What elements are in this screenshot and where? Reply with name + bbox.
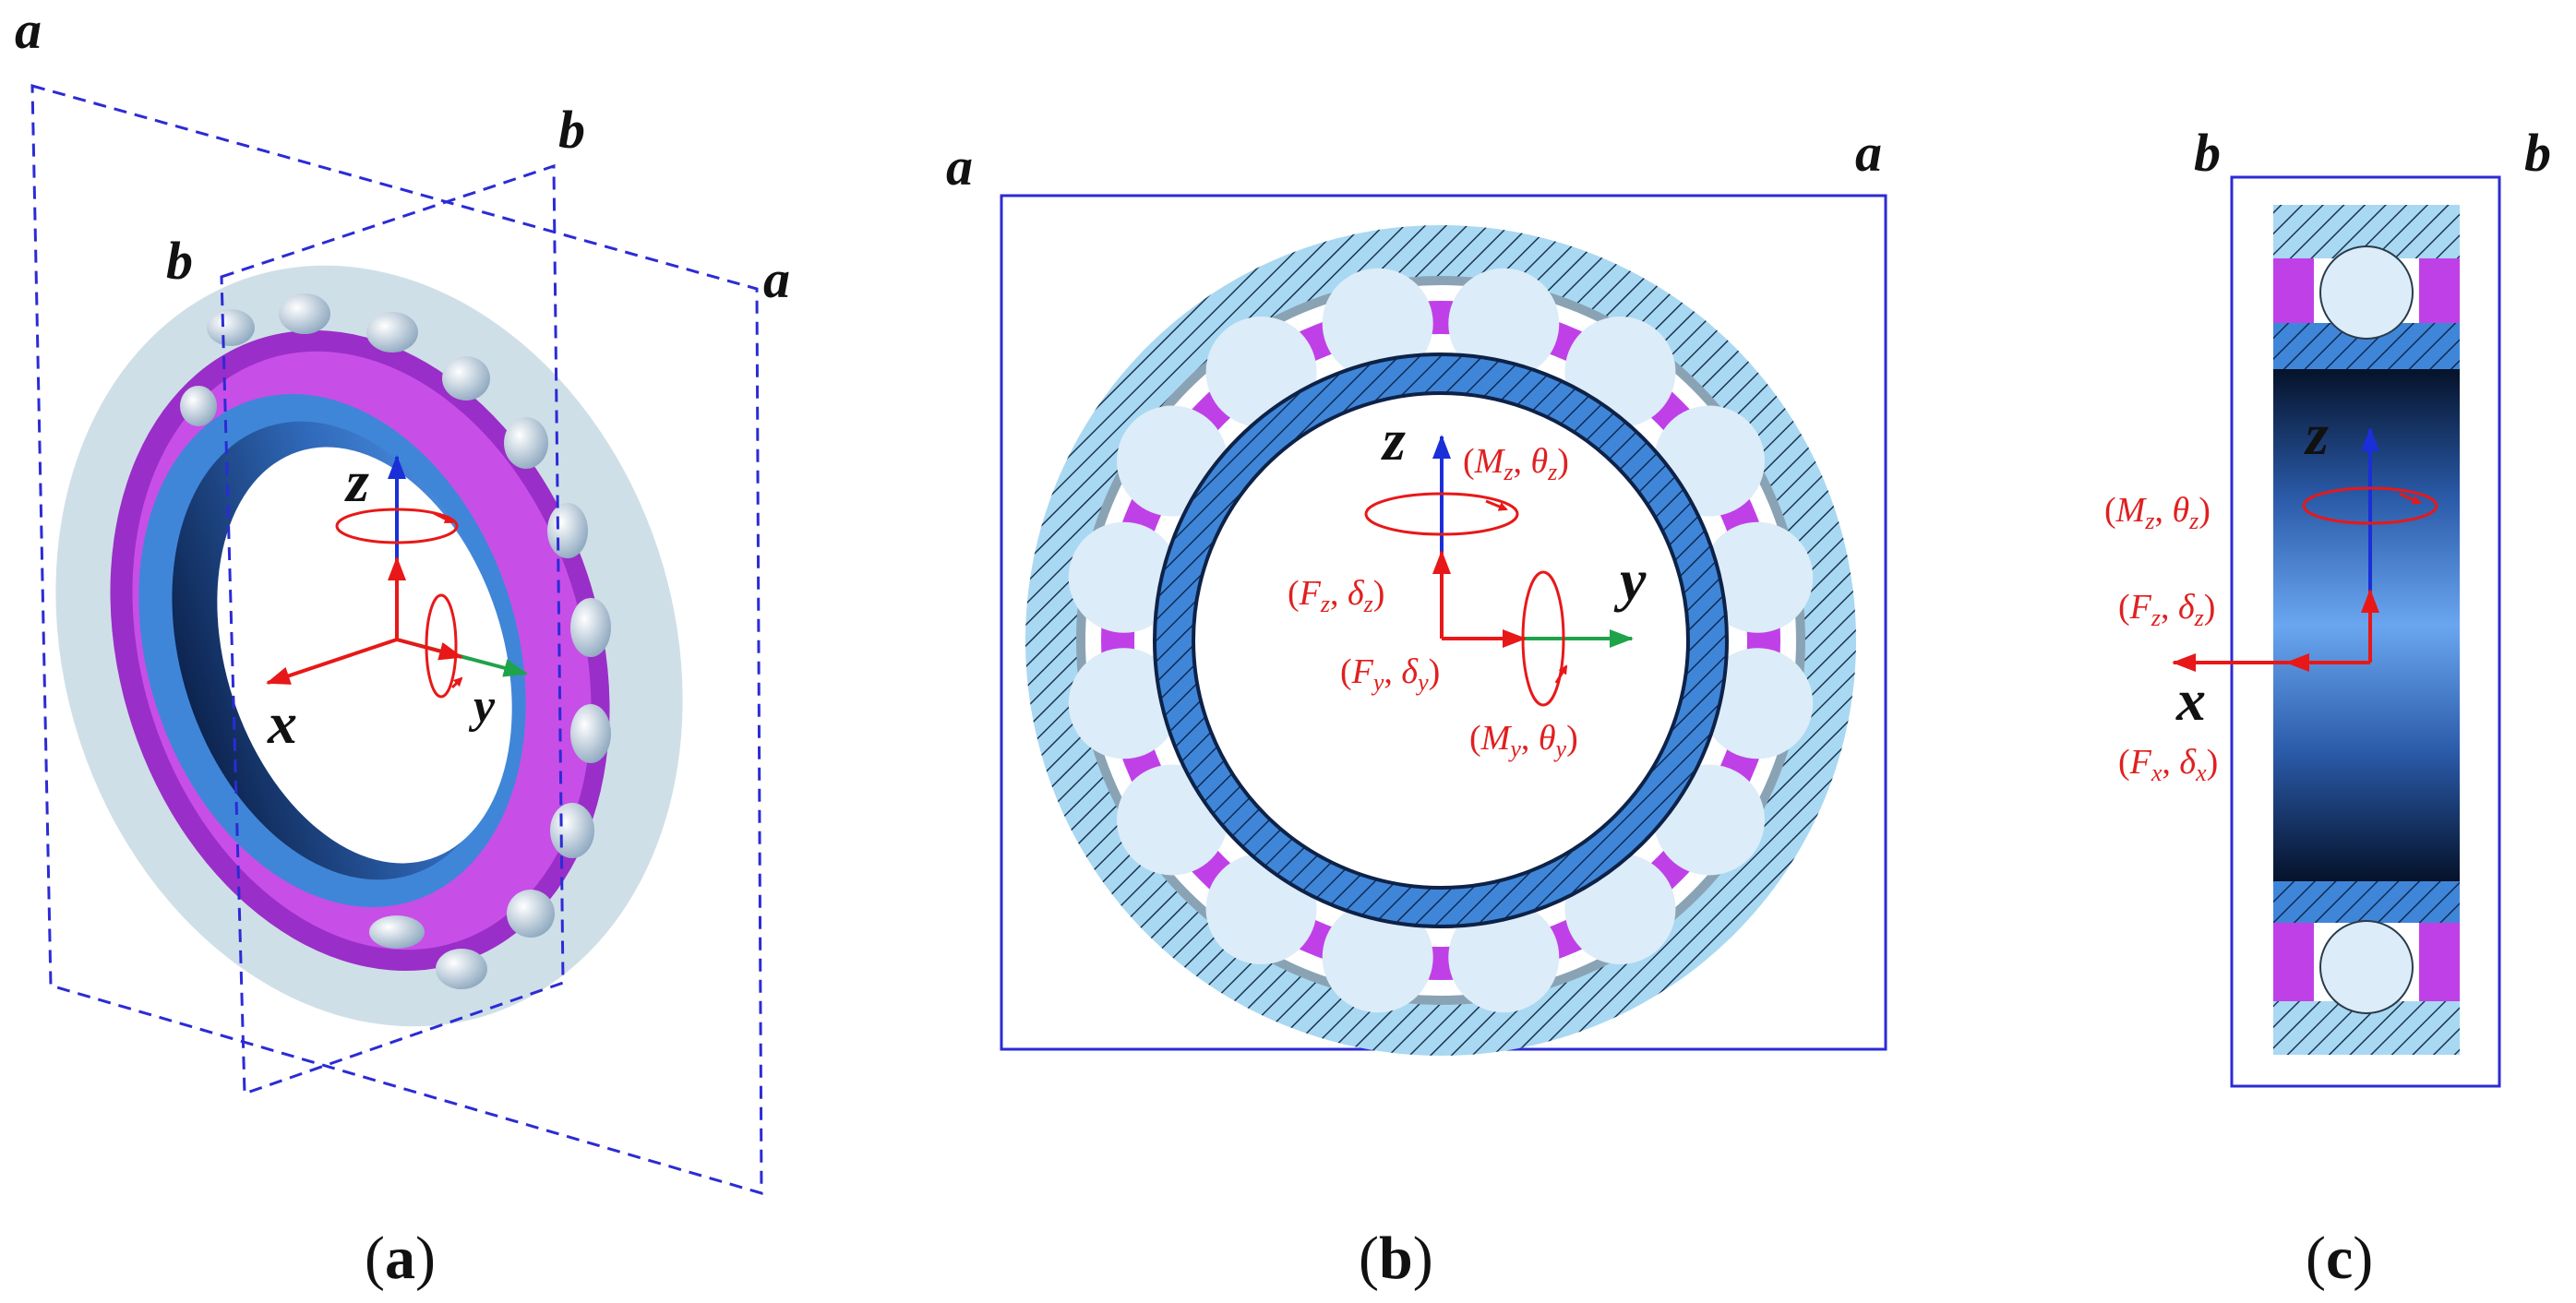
ball (1068, 648, 1180, 759)
axis-label-x-section-b: x (2175, 667, 2206, 733)
panel-a-3d-view: z x y a a b b (a) (15, 0, 790, 1292)
ball (1702, 648, 1814, 759)
bore-section-a (1192, 391, 1690, 890)
axes-3d (266, 455, 528, 699)
axes-section-a (1364, 435, 1634, 707)
ball (1448, 268, 1560, 379)
caption-c: (c) (2306, 1225, 2373, 1292)
axis-label-z-section-b: z (2304, 401, 2329, 467)
section-frame-b (2230, 175, 2501, 1088)
bore-opening (217, 447, 512, 864)
load-Fz-section-a: (Fz, δz) (1288, 574, 1384, 617)
ball (1322, 268, 1433, 379)
bore-section-b (2273, 369, 2460, 881)
cage-bottom-right (2419, 923, 2460, 1001)
caption-b: (b) (1359, 1225, 1433, 1292)
plane-label-b-top: b (558, 100, 585, 160)
axis-label-z-section-a: z (1381, 407, 1406, 472)
load-Fy-section-a: (Fy, δy) (1340, 652, 1440, 696)
plane-label-b-c-right: b (2524, 123, 2551, 183)
cage-top-right (2419, 258, 2460, 323)
panel-b-section-a: a a z y (Mz, θz) (Fz, δz) (946, 123, 1887, 1292)
load-My-section-a: (My, θy) (1469, 719, 1578, 762)
load-Mz-section-a: (Mz, θz) (1463, 442, 1569, 485)
load-Mz-section-b: (Mz, θz) (2104, 491, 2211, 534)
axes-section-b (2172, 427, 2438, 672)
cage-top-left (2273, 258, 2314, 323)
ball (1702, 521, 1814, 633)
balls-section-a (1068, 268, 1814, 1013)
load-Fz-section-b: (Fz, δz) (2118, 588, 2215, 631)
inner-ring-bottom (2273, 881, 2460, 923)
ball (1448, 902, 1560, 1013)
plane-label-a-b-right: a (1855, 123, 1882, 183)
axis-label-x-3d: x (267, 690, 297, 756)
section-plane-a (30, 84, 763, 1196)
panel-c-section-b: b b z x (Mz, θz) (F (2104, 123, 2551, 1292)
plane-label-a-top: a (15, 0, 42, 60)
ball (1322, 902, 1433, 1013)
ball-top (2319, 245, 2414, 340)
plane-label-a-right: a (763, 249, 790, 309)
plane-label-b-c-left: b (2194, 123, 2221, 183)
plane-label-a-b-left: a (946, 137, 973, 197)
caption-a: (a) (365, 1225, 436, 1292)
axis-label-z-3d: z (344, 448, 369, 514)
ball (1068, 521, 1180, 633)
cage-section (1101, 301, 1780, 980)
cage-bottom-left (2273, 923, 2314, 1001)
plane-label-b-left: b (166, 231, 193, 291)
ball-bottom (2319, 920, 2414, 1014)
load-Fx-section-b: (Fx, δx) (2118, 743, 2218, 786)
